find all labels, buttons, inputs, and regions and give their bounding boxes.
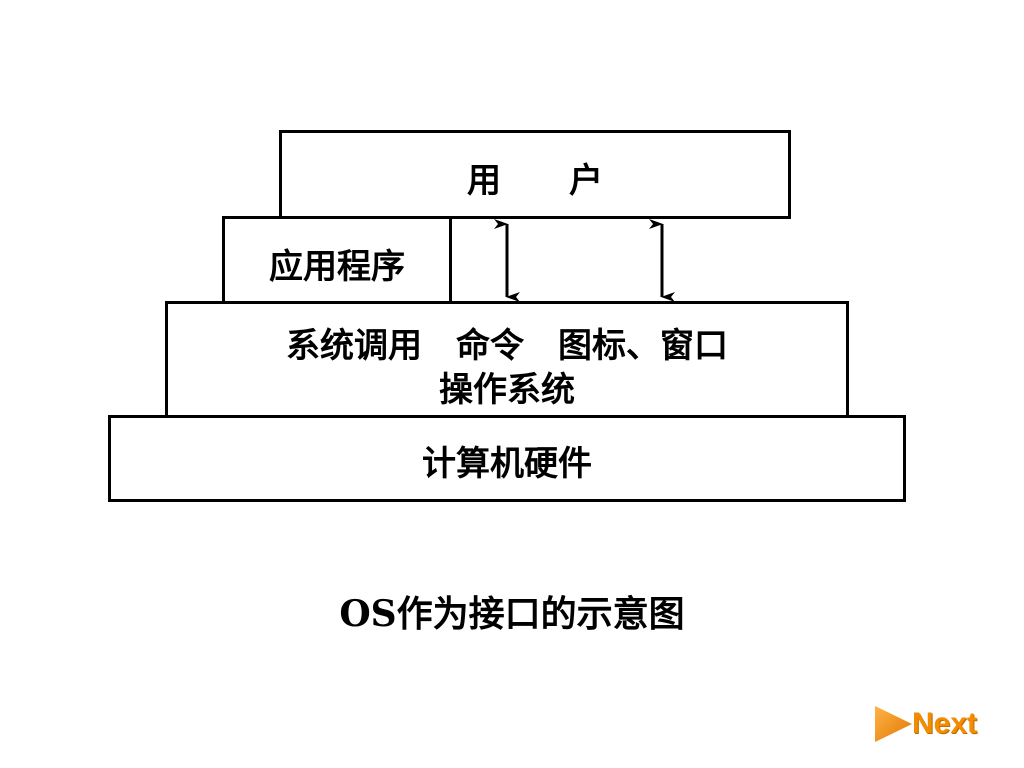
hardware-layer-box: 计算机硬件 [108,415,906,502]
os-layer-label: 操作系统 [439,370,575,410]
applications-layer-label: 应用程序 [269,247,405,287]
play-triangle-icon [875,706,912,742]
user-layer-box: 用 户 [279,130,791,219]
hardware-layer-label: 计算机硬件 [422,444,592,484]
applications-layer-box: 应用程序 [222,216,452,305]
os-interfaces-label: 系统调用 命令 图标、窗口 [286,326,728,366]
diagram-caption: OS作为接口的示意图 [339,593,685,635]
user-layer-label: 用 户 [467,161,603,201]
next-label: Next [912,707,978,740]
next-button[interactable]: Next [872,702,998,746]
